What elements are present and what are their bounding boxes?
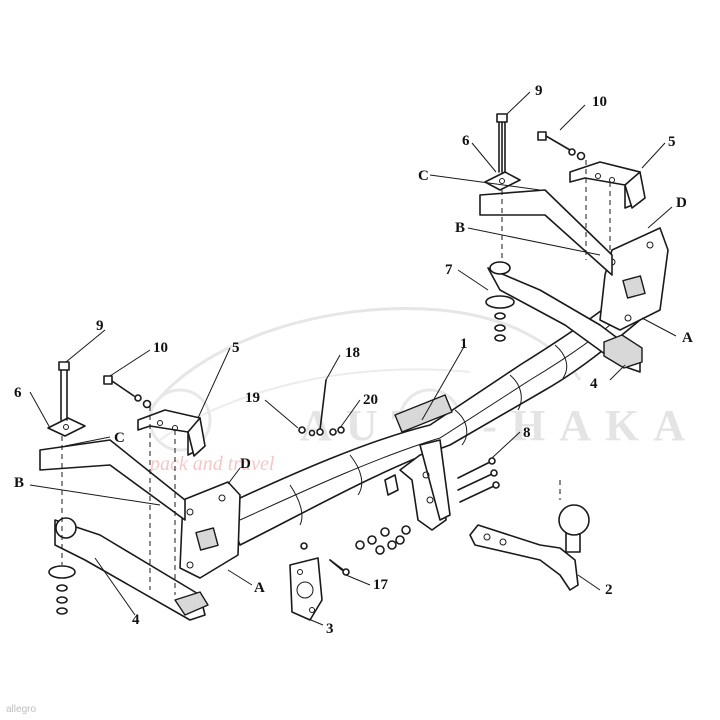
tow-ball-part-2	[469, 504, 590, 591]
callout-2: 2	[605, 582, 613, 598]
bolt-part-17	[329, 559, 350, 576]
assembly-guide-lines	[61, 160, 611, 595]
callout-b-right: B	[455, 220, 465, 236]
callout-9-left: 9	[96, 318, 104, 334]
corner-watermark: allegro	[6, 704, 36, 715]
callout-d-right: D	[676, 195, 687, 211]
watermark-tagline: pack and travel	[148, 453, 275, 475]
callout-20: 20	[363, 392, 378, 408]
ball-mount-bracket	[384, 439, 451, 531]
callout-d-left: D	[240, 456, 251, 472]
left-washer-plate-part-6	[47, 417, 86, 437]
right-mounting-plate	[599, 227, 669, 331]
socket-plate-part-3	[289, 542, 343, 621]
left-bolt-part-9	[58, 361, 70, 421]
nuts-washers	[355, 525, 411, 555]
right-bolt-part-9	[496, 113, 508, 173]
callout-17: 17	[373, 577, 389, 593]
callout-7: 7	[445, 262, 453, 278]
callout-18: 18	[345, 345, 360, 361]
left-mounting-plate	[179, 481, 241, 579]
callout-10-left: 10	[153, 340, 168, 356]
callout-c-left: C	[114, 430, 125, 446]
left-rail-part-4	[39, 439, 209, 621]
callout-8: 8	[523, 425, 531, 441]
left-bolt-part-10	[103, 375, 152, 409]
callout-6-left: 6	[14, 385, 22, 401]
callout-a-left: A	[254, 580, 265, 596]
bolts-part-8	[457, 457, 500, 503]
left-bracket-part-5	[137, 409, 206, 457]
spacer-part-7	[485, 261, 515, 342]
callout-6-right: 6	[462, 133, 470, 149]
left-spacer	[48, 565, 76, 615]
callout-10-right: 10	[592, 94, 607, 110]
leader-lines	[29, 91, 677, 626]
callout-5-left: 5	[232, 340, 240, 356]
callout-labels: 9 10 5 6 C B D 7 A 4 1 8 18 19 20 2 3 17…	[14, 83, 693, 637]
right-washer-plate-part-6	[484, 171, 521, 191]
callout-1: 1	[460, 336, 468, 352]
callout-4-right: 4	[590, 376, 598, 392]
callout-c-right: C	[418, 168, 429, 184]
right-bolt-part-10	[537, 131, 586, 161]
callout-19: 19	[245, 390, 260, 406]
callout-5-right: 5	[668, 134, 676, 150]
right-rail-part-4	[479, 189, 643, 373]
right-bracket-part-5	[569, 161, 646, 209]
callout-4-left: 4	[132, 612, 140, 628]
callout-9-right: 9	[535, 83, 543, 99]
callout-b-left: B	[14, 475, 24, 491]
callout-3: 3	[326, 621, 334, 637]
callout-a-right: A	[682, 330, 693, 346]
